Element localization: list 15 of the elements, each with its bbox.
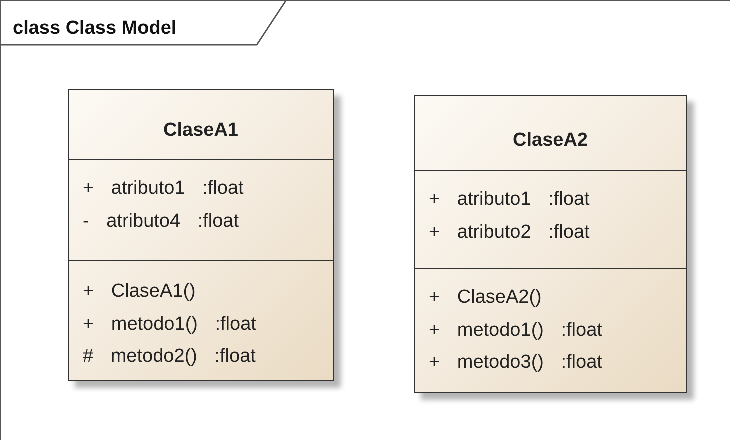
class-box [414,95,687,393]
method-text: + metodo1() :float [83,314,256,336]
method-text: + metodo1() :float [429,320,602,342]
method-text: + metodo3() :float [429,352,602,374]
attribute-text: + atributo1 :float [429,189,590,211]
method-text: # metodo2() :float [83,346,256,368]
frame-heading: class Class Model [13,18,177,40]
attribute-text: + atributo1 :float [83,178,244,200]
method-text: + ClaseA1() [83,281,196,303]
attribute-text: - atributo4 :float [83,210,240,232]
class-box [68,89,334,381]
attribute-text: + atributo2 :float [429,222,590,244]
method-text: + ClaseA2() [429,287,542,309]
class-name: ClaseA2 [512,130,589,152]
class-name: ClaseA1 [162,120,240,142]
